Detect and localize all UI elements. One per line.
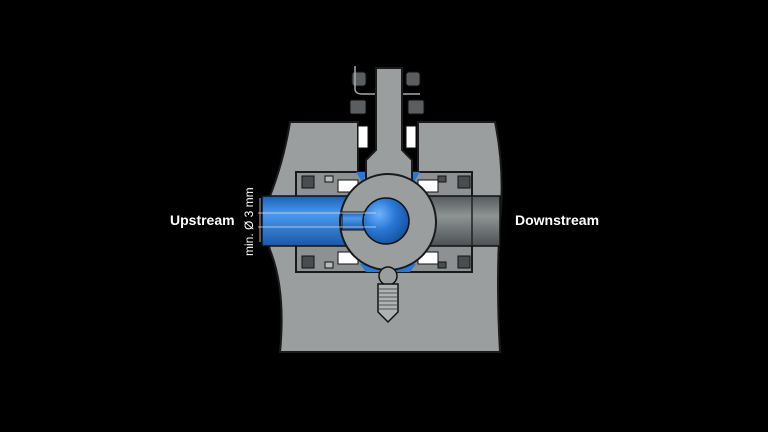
dimension-lines xyxy=(258,198,376,242)
blue-ball xyxy=(362,197,410,245)
upstream-flow xyxy=(261,195,353,247)
dimension-label: min. Ø 3 mm xyxy=(242,187,256,256)
handle-bracket xyxy=(354,66,420,95)
upstream-label: Upstream xyxy=(170,212,235,228)
trunnion-pin xyxy=(378,266,398,286)
downstream-bore xyxy=(427,195,501,247)
stem-packing xyxy=(349,71,425,149)
downstream-label: Downstream xyxy=(515,212,599,228)
seat-rings xyxy=(301,175,471,269)
valve-stem xyxy=(365,67,413,183)
